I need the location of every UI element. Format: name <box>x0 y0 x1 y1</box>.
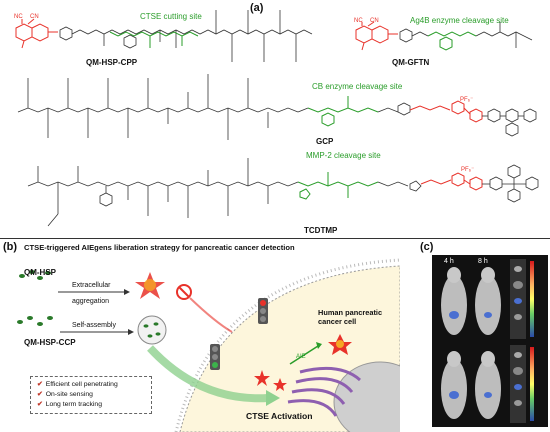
color-scale-bottom <box>530 347 534 421</box>
uptake-arrow <box>147 345 269 403</box>
check-icon: ✔ <box>37 401 43 408</box>
tcdtmp-chain <box>27 158 299 227</box>
time-label-4h: 4 h <box>444 258 454 265</box>
compound-gcp: GCP <box>316 137 334 146</box>
gcp-linker <box>377 102 411 116</box>
qm-hsp-ccp-label: QM-HSP-CCP <box>24 338 76 347</box>
mouse-images <box>441 259 534 423</box>
cell-nucleus <box>333 361 400 432</box>
qm-fluorophore-1 <box>15 18 58 49</box>
qm-hsp-cpp-chain <box>59 10 313 62</box>
panel-b-scheme <box>17 258 400 432</box>
check-icon: ✔ <box>37 391 43 398</box>
ctse-activation-label: CTSE Activation <box>246 411 313 421</box>
aggregation-label: aggregation <box>72 298 109 305</box>
row-label-intratumoral: Intratumoral <box>424 281 430 308</box>
organelle-purple <box>287 366 362 417</box>
panel-b-title: CTSE-triggered AIEgens liberation strate… <box>24 243 295 252</box>
atom-label-cn-1: CN <box>30 14 39 20</box>
nanoparticle <box>137 315 167 345</box>
compound-qm-hsp-cpp: QM-HSP-CPP <box>86 58 138 67</box>
qm-gftn-chain <box>399 22 533 48</box>
compound-qm-gftn: QM-GFTN <box>392 58 430 67</box>
tpe-fluorophore-1 <box>409 100 483 123</box>
panel-c-label: (c) <box>420 241 434 253</box>
qm-fluorophore-2 <box>355 21 398 51</box>
panel-b-label: (b) <box>3 241 18 253</box>
atom-label-nc-2: NC <box>354 18 363 24</box>
tpe-core-1 <box>482 108 537 137</box>
qm-hsp-label: QM-HSP <box>24 268 56 277</box>
panel-a-label: (a) <box>250 2 264 14</box>
cb-cleavage-segment <box>307 96 379 127</box>
self-assembly-label: Self-assembly <box>72 322 116 329</box>
qm-hsp-molecules <box>19 270 51 280</box>
tcdtmp-linker <box>377 180 422 192</box>
ex-vivo-organs <box>510 259 526 423</box>
compound-tcdtmp: TCDTMP <box>304 226 338 235</box>
mmp2-cleavage-segment <box>297 172 379 200</box>
cell-label: Human pancreatic cancer cell <box>318 308 383 326</box>
feature-item-1: ✔Efficient cell penetrating <box>37 381 118 388</box>
ctse-cleavage-segment <box>109 31 199 48</box>
time-label-8h: 8 h <box>478 258 488 265</box>
tpe-fluorophore-2 <box>420 172 483 191</box>
ctse-site-label: CTSE cutting site <box>140 12 202 21</box>
atom-label-nc-1: NC <box>14 14 23 20</box>
panel-a-structures <box>15 10 539 227</box>
qm-hsp-ccp-molecules <box>17 316 53 326</box>
feature-list: ✔Efficient cell penetrating ✔On-site sen… <box>30 376 152 414</box>
liberated-aiegens <box>254 370 287 391</box>
feature-item-3: ✔Long term tracking <box>37 401 102 408</box>
row-label-intravenous: Intravenous <box>424 369 430 396</box>
mouse-row-intravenous <box>441 351 501 419</box>
extracellular-label: Extracellular <box>72 282 111 289</box>
aie-arrow <box>289 345 319 365</box>
ag4b-site-label: Ag4B enzyme cleavage site <box>410 16 509 25</box>
mouse-row-intratumoral <box>441 267 501 335</box>
check-icon: ✔ <box>37 381 43 388</box>
atom-label-pf6-1: PF₆⁻ <box>460 97 474 103</box>
aie-label: AIE <box>296 354 306 360</box>
mmp2-site-label: MMP-2 cleavage site <box>306 151 381 160</box>
feature-item-2: ✔On-site sensing <box>37 391 93 398</box>
atom-label-cn-2: CN <box>370 18 379 24</box>
ag4b-cleavage-segment <box>427 31 477 51</box>
prohibited-icon <box>176 284 192 300</box>
cb-site-label: CB enzyme cleavage site <box>312 82 403 91</box>
panel-divider <box>0 238 550 239</box>
atom-label-pf6-2: PF₆⁻ <box>461 167 475 173</box>
tpe-core-2 <box>482 164 539 203</box>
color-scale-top <box>530 261 534 337</box>
gcp-chain <box>17 74 309 140</box>
